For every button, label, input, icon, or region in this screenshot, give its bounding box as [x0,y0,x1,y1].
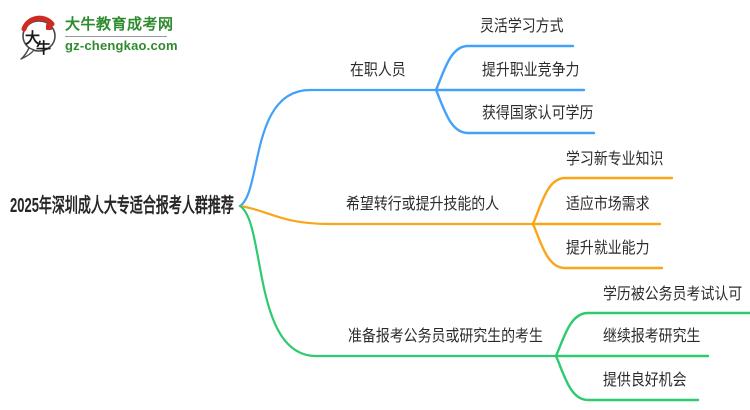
child-connector [434,88,596,135]
logo-seal [46,24,52,30]
mindmap-child-node: 提升就业能力 [566,240,650,257]
mindmap-child-node: 灵活学习方式 [480,18,564,35]
mindmap-child-node: 获得国家认可学历 [482,105,594,122]
child-connector [531,176,674,226]
logo-bubble-tail [20,47,35,60]
logo-red-arc [21,15,55,32]
site-url: gz-chengkao.com [65,38,178,53]
child-connector [554,311,750,358]
mindmap-root-node: 2025年深圳成人大专适合报考人群推荐 [10,195,234,217]
child-connector [434,44,575,92]
daniu-logo-icon: 大 牛 [20,15,56,60]
branch-connector [238,204,558,358]
child-connector [554,354,700,402]
mindmap-child-node: 继续报考研究生 [603,328,701,345]
branch-connector [238,204,535,226]
mindmap-child-node: 提供良好机会 [603,372,687,389]
mindmap-branch-node: 在职人员 [350,62,406,79]
child-connector [531,222,664,270]
mindmap-child-node: 适应市场需求 [566,196,650,213]
mindmap-branch-node: 准备报考公务员或研究生的考生 [348,328,543,345]
site-name: 大牛教育成考网 [65,16,174,33]
site-logo: 大 牛 大牛教育成考网 gz-chengkao.com [16,12,178,60]
branch-connector [238,88,438,208]
logo-char-top: 大 [25,29,40,47]
mindmap-branch-node: 希望转行或提升技能的人 [346,196,500,213]
mindmap-child-node: 学习新专业知识 [566,151,664,168]
logo-char-bottom: 牛 [36,39,51,57]
mindmap-child-node: 提升职业竞争力 [482,62,580,79]
logo-divider [65,36,167,37]
mindmap-child-node: 学历被公务员考试认可 [603,286,743,303]
